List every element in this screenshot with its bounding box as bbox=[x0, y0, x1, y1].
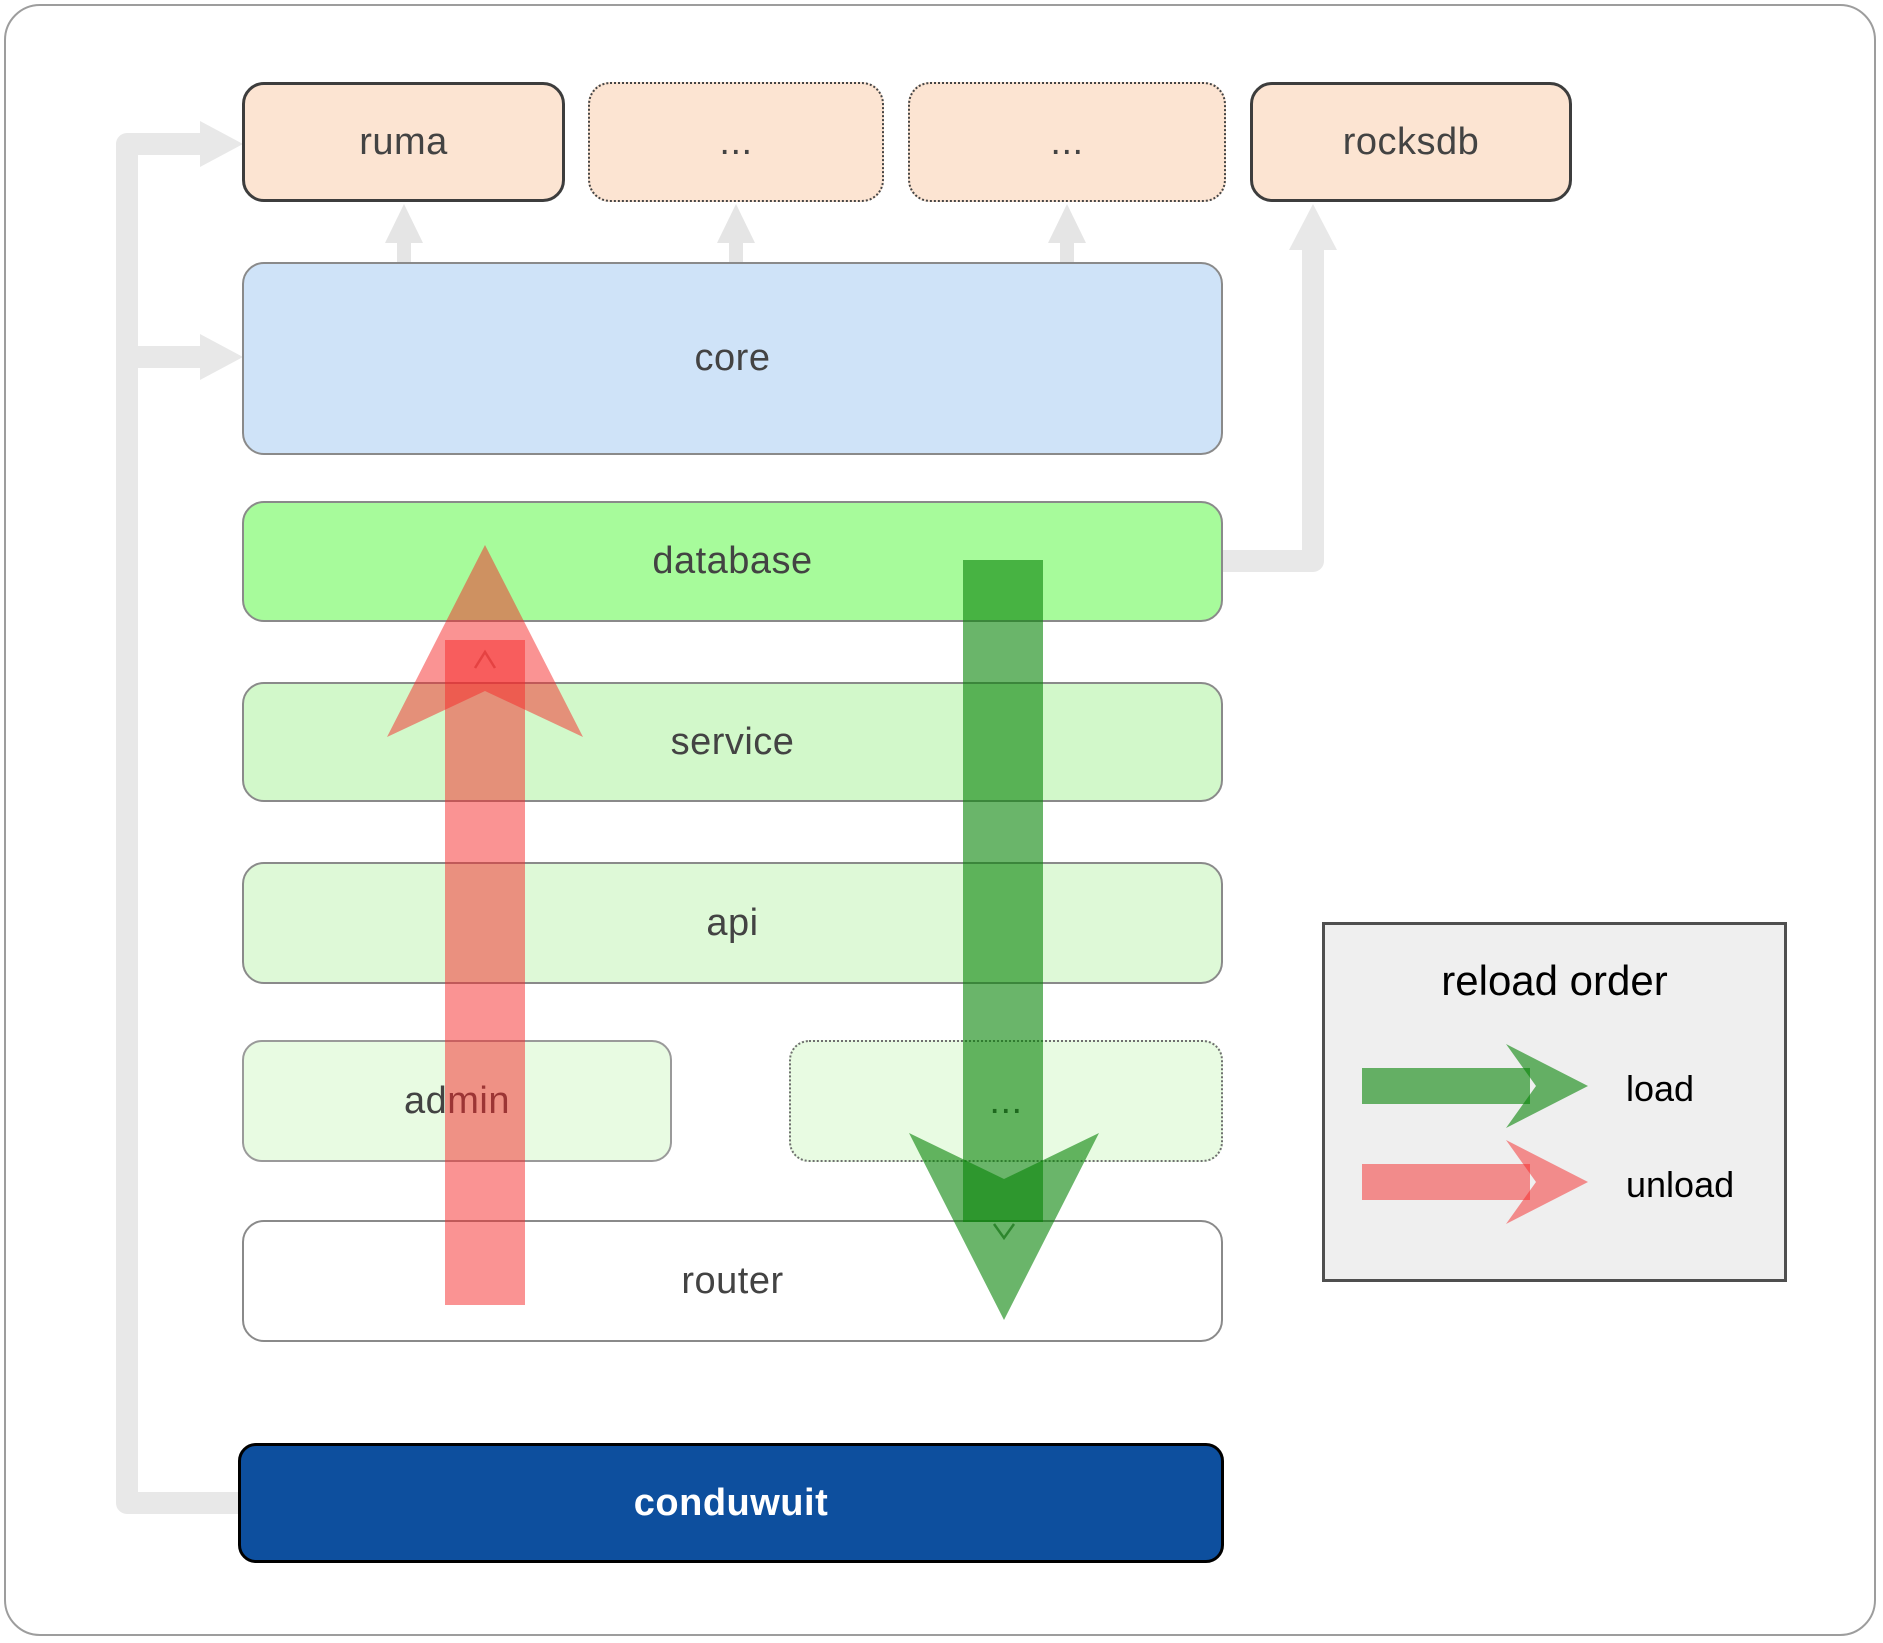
node-api-label: api bbox=[706, 901, 759, 944]
node-ellipsis-1: ... bbox=[588, 82, 884, 202]
node-api: api bbox=[242, 862, 1223, 984]
node-conduwuit: conduwuit bbox=[238, 1443, 1224, 1563]
legend-load-label: load bbox=[1626, 1068, 1695, 1109]
node-admin: admin bbox=[242, 1040, 672, 1162]
node-core: core bbox=[242, 262, 1223, 455]
legend-title: reload order bbox=[1441, 957, 1668, 1004]
node-admin-label: admin bbox=[404, 1079, 510, 1122]
node-ellipsis-1-label: ... bbox=[719, 120, 753, 163]
node-ellipsis-3-label: ... bbox=[989, 1079, 1023, 1122]
node-ellipsis-2-label: ... bbox=[1050, 120, 1084, 163]
legend-unload-label: unload bbox=[1626, 1164, 1735, 1205]
node-ellipsis-2: ... bbox=[908, 82, 1226, 202]
node-ellipsis-3: ... bbox=[789, 1040, 1223, 1162]
node-service: service bbox=[242, 682, 1223, 802]
node-core-label: core bbox=[694, 337, 771, 379]
node-ruma-label: ruma bbox=[359, 120, 448, 163]
diagram-outer-border bbox=[4, 4, 1876, 1636]
node-conduwuit-label: conduwuit bbox=[633, 1481, 829, 1524]
node-rocksdb-label: rocksdb bbox=[1342, 120, 1480, 163]
node-router-label: router bbox=[681, 1259, 784, 1302]
node-database: database bbox=[242, 501, 1223, 622]
node-ruma: ruma bbox=[242, 82, 565, 202]
legend-reload-order: reload order load unload bbox=[1322, 922, 1787, 1282]
node-router: router bbox=[242, 1220, 1223, 1342]
node-service-label: service bbox=[670, 720, 795, 763]
node-rocksdb: rocksdb bbox=[1250, 82, 1572, 202]
node-database-label: database bbox=[652, 540, 813, 582]
